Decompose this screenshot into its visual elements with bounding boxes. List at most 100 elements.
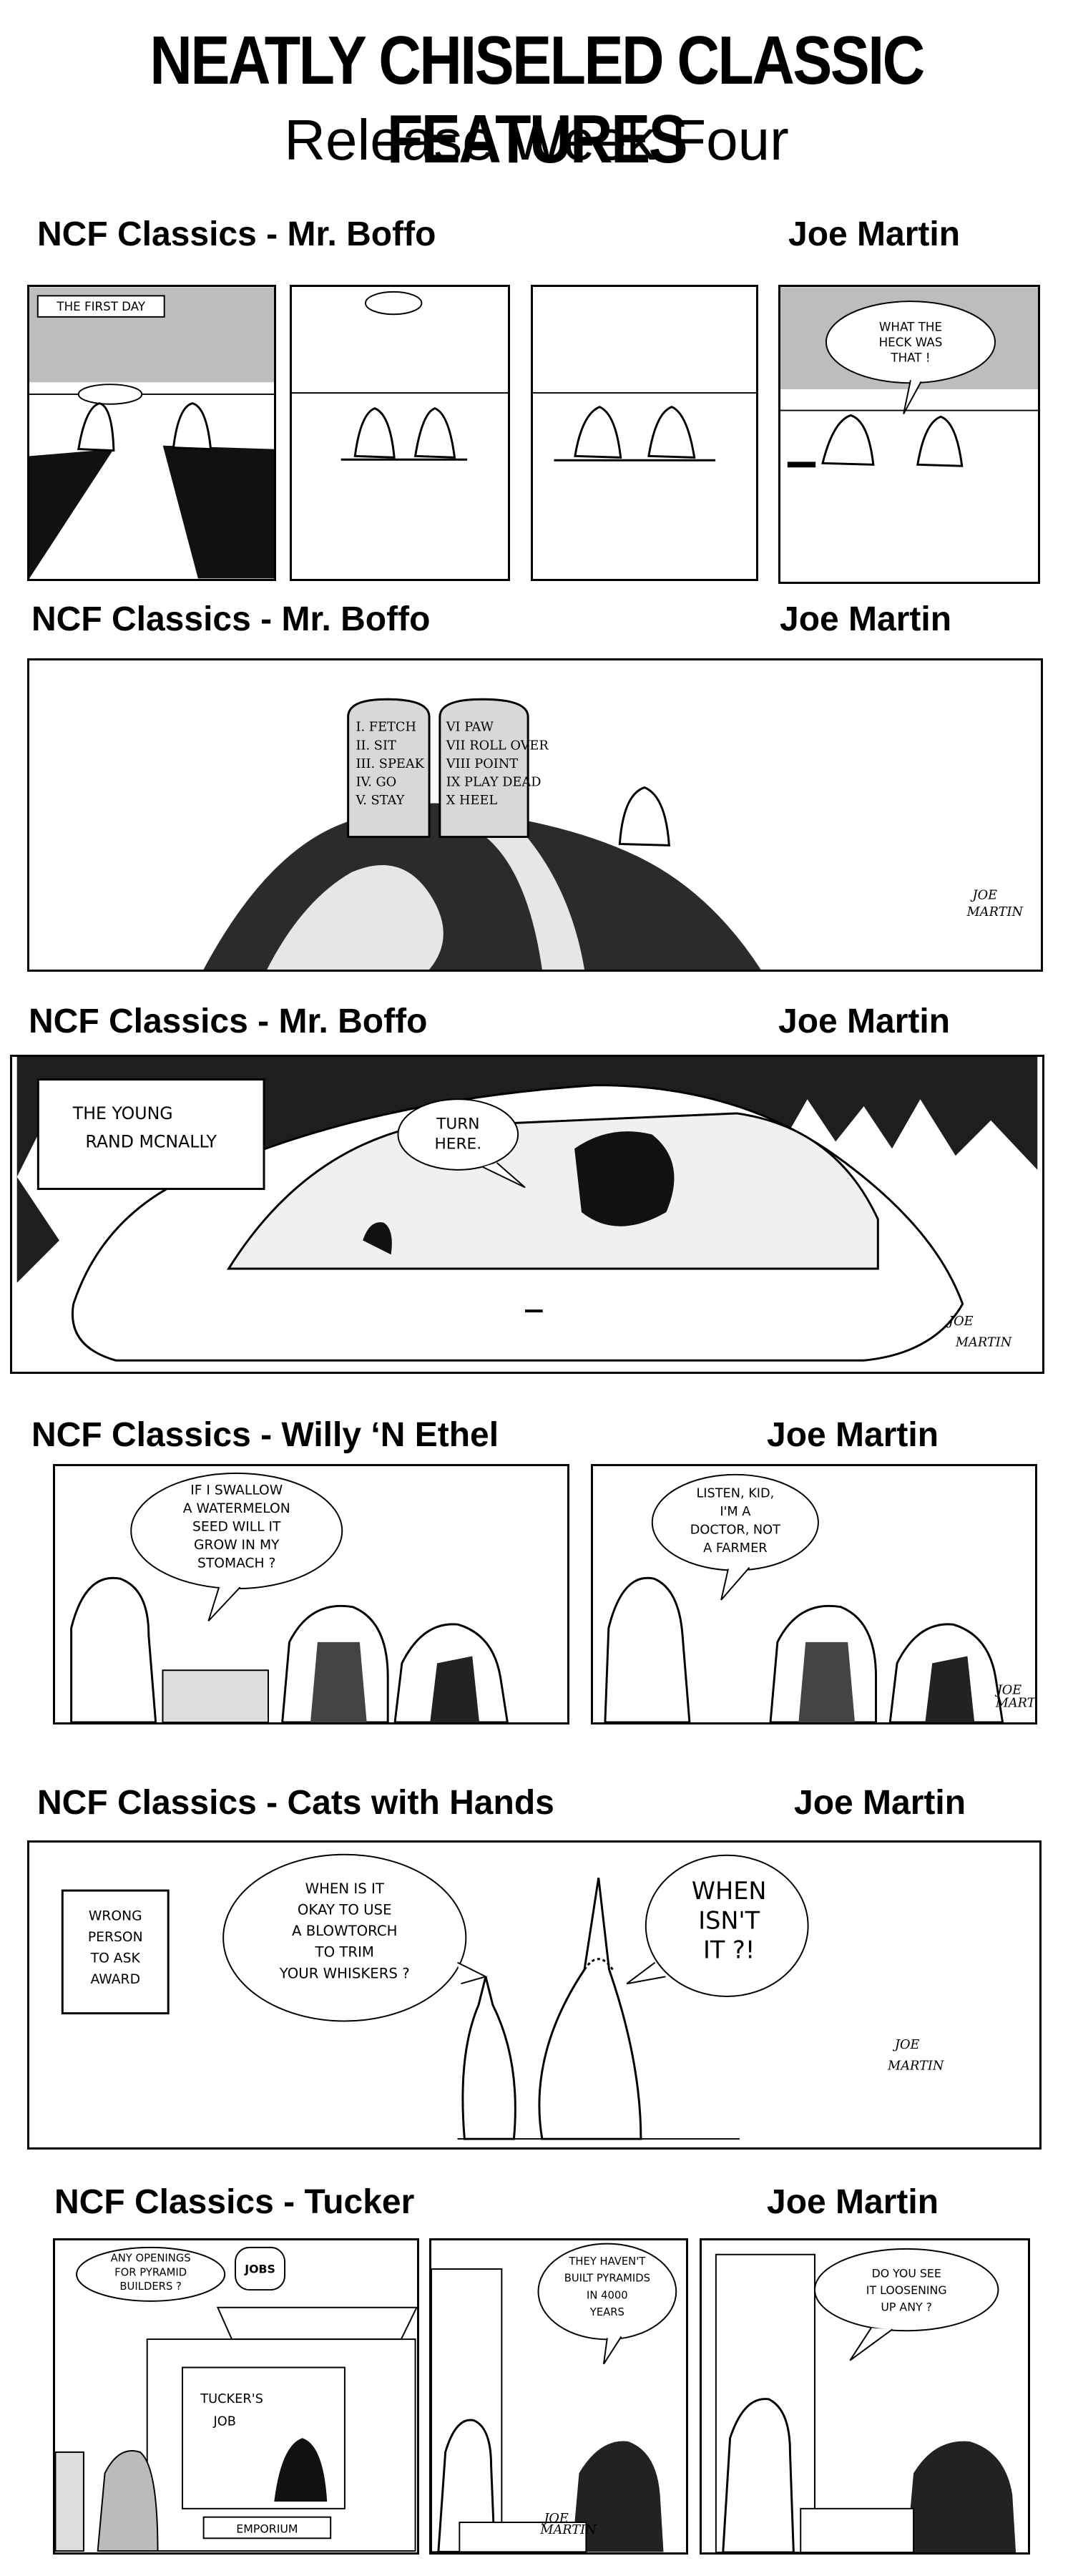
page-subtitle: Release Week Four	[284, 108, 789, 172]
panel-illustration: DO YOU SEE IT LOOSENING UP ANY ?	[715, 2248, 1016, 2552]
panel-illustration: LISTEN, KID, I'M A DOCTOR, NOT A FARMER …	[604, 1473, 1035, 1722]
artist-signature: JOE	[995, 1684, 1022, 1698]
strip-author: Joe Martin	[794, 1784, 966, 1822]
sign-line: TUCKER'S	[200, 2392, 263, 2406]
artist-signature: MARTIN	[966, 905, 1024, 919]
balloon-line: ANY OPENINGS	[111, 2253, 191, 2265]
comic-panel: THE YOUNG RAND MCNALLY TURN HERE. JOE MA…	[10, 1055, 1044, 1374]
balloon-line: ISN'T	[698, 1906, 760, 1934]
artist-signature: JOE	[893, 2038, 920, 2052]
panel-illustration: I. FETCH II. SIT III. SPEAK IV. GO V. ST…	[203, 698, 1024, 970]
artist-signature: MARTIN	[995, 1696, 1035, 1710]
balloon-line: STOMACH ?	[197, 1556, 275, 1571]
balloon-line: UP ANY ?	[881, 2301, 932, 2314]
artist-signature: JOE	[542, 2512, 569, 2526]
balloon-line: THEY HAVEN'T	[568, 2255, 646, 2268]
badge-text: JOBS	[244, 2262, 275, 2275]
comic-panel: DO YOU SEE IT LOOSENING UP ANY ?	[700, 2238, 1030, 2555]
tablet-line: X HEEL	[446, 794, 498, 808]
balloon-line: SEED WILL IT	[192, 1519, 281, 1534]
balloon-line: DO YOU SEE	[872, 2266, 941, 2280]
sign-line: JOB	[213, 2414, 236, 2429]
balloon-line: THAT !	[890, 351, 930, 365]
page-title: NEATLY CHISELED CLASSIC FEATURES	[150, 22, 925, 177]
sign-line: WRONG	[89, 1908, 142, 1923]
panel-illustration: IF I SWALLOW A WATERMELON SEED WILL IT G…	[70, 1472, 509, 1722]
strip-title: NCF Classics - Tucker	[54, 2183, 415, 2221]
comic-panel: IF I SWALLOW A WATERMELON SEED WILL IT G…	[53, 1464, 569, 1724]
balloon-line: WHEN	[692, 1877, 767, 1905]
sign-line: TO ASK	[90, 1951, 141, 1966]
tablet-line: I. FETCH	[356, 721, 416, 735]
strip-author: Joe Martin	[780, 600, 952, 638]
balloon-line: IT ?!	[703, 1936, 755, 1964]
comic-panel: ANY OPENINGS FOR PYRAMID BUILDERS ? JOBS…	[53, 2238, 419, 2555]
tablet-line: III. SPEAK	[356, 757, 424, 771]
strip-title: NCF Classics - Mr. Boffo	[29, 1002, 428, 1040]
strip-title: NCF Classics - Mr. Boffo	[37, 215, 436, 253]
strip-title: NCF Classics - Willy ‘N Ethel	[31, 1416, 499, 1454]
balloon-line: WHEN IS IT	[305, 1880, 385, 1897]
caption-line: RAND MCNALLY	[85, 1131, 217, 1151]
balloon-line: GROW IN MY	[194, 1538, 280, 1553]
balloon-line: BUILT PYRAMIDS	[564, 2273, 650, 2285]
strip-title: NCF Classics - Mr. Boffo	[31, 600, 431, 638]
panel-illustration	[292, 291, 508, 461]
balloon-line: TO TRIM	[315, 1944, 374, 1961]
balloon-line: LISTEN, KID,	[696, 1486, 774, 1501]
strip-author: Joe Martin	[767, 2183, 939, 2221]
awning-text: EMPORIUM	[236, 2522, 298, 2535]
balloon-line: HERE.	[434, 1135, 481, 1153]
panel-illustration: THE FIRST DAY	[29, 287, 274, 579]
panel-illustration: ANY OPENINGS FOR PYRAMID BUILDERS ? JOBS…	[55, 2246, 417, 2552]
tablet-line: II. SIT	[356, 738, 396, 753]
balloon-line: A BLOWTORCH	[292, 1923, 397, 1939]
strip-author: Joe Martin	[767, 1416, 939, 1454]
balloon-line: A WATERMELON	[183, 1501, 290, 1516]
comic-panel: THE FIRST DAY	[27, 285, 276, 581]
balloon-line: IT LOOSENING	[866, 2283, 947, 2297]
balloon-line: I'M A	[720, 1505, 750, 1519]
tablet-line: VII ROLL OVER	[446, 738, 549, 753]
strip-author: Joe Martin	[778, 1002, 951, 1040]
strip-title: NCF Classics - Cats with Hands	[37, 1784, 554, 1822]
panel-illustration: THE YOUNG RAND MCNALLY TURN HERE. JOE MA…	[16, 1057, 1038, 1362]
comic-panel: WRONG PERSON TO ASK AWARD WHEN IS IT OKA…	[27, 1840, 1042, 2150]
tablet-line: VIII POINT	[446, 757, 519, 771]
balloon-line: HECK WAS	[879, 335, 943, 349]
panel-illustration: WHAT THE HECK WAS THAT !	[780, 287, 1038, 468]
comic-panel: LISTEN, KID, I'M A DOCTOR, NOT A FARMER …	[591, 1464, 1037, 1724]
artist-signature: MARTIN	[887, 2059, 945, 2074]
comic-panel: THEY HAVEN'T BUILT PYRAMIDS IN 4000 YEAR…	[429, 2238, 688, 2555]
tablet-line: IV. GO	[356, 776, 396, 790]
balloon-line: OKAY TO USE	[298, 1902, 392, 1918]
tablet-line: VI PAW	[446, 721, 494, 735]
balloon-line: WHAT THE	[879, 319, 942, 333]
balloon-line: IF I SWALLOW	[190, 1483, 283, 1498]
panel-caption: THE FIRST DAY	[56, 299, 145, 313]
balloon-line: TURN	[436, 1116, 479, 1133]
artist-signature: MARTIN	[539, 2523, 597, 2537]
artist-signature: JOE	[946, 1314, 974, 1329]
panel-illustration	[533, 392, 756, 462]
panel-illustration: THEY HAVEN'T BUILT PYRAMIDS IN 4000 YEAR…	[431, 2240, 686, 2552]
balloon-line: YEARS	[589, 2306, 624, 2318]
balloon-line: IN 4000	[587, 2289, 628, 2301]
balloon-line: BUILDERS ?	[119, 2280, 181, 2293]
comic-panel: WHAT THE HECK WAS THAT !	[778, 285, 1040, 584]
balloon-line: DOCTOR, NOT	[690, 1523, 780, 1537]
sign-line: AWARD	[91, 1972, 141, 1987]
comic-panel	[290, 285, 510, 581]
panel-illustration: WRONG PERSON TO ASK AWARD WHEN IS IT OKA…	[61, 1853, 945, 2140]
sign-line: PERSON	[88, 1930, 143, 1945]
tablet-line: IX PLAY DEAD	[446, 776, 542, 790]
tablet-line: V. STAY	[355, 794, 404, 808]
artist-signature: MARTIN	[955, 1335, 1013, 1350]
balloon-line: FOR PYRAMID	[114, 2266, 187, 2278]
balloon-line: A FARMER	[703, 1541, 767, 1556]
comic-panel: I. FETCH II. SIT III. SPEAK IV. GO V. ST…	[27, 658, 1043, 972]
comic-panel	[531, 285, 758, 581]
artist-signature: JOE	[971, 888, 998, 902]
caption-line: THE YOUNG	[72, 1103, 173, 1123]
balloon-line: YOUR WHISKERS ?	[279, 1965, 410, 1981]
